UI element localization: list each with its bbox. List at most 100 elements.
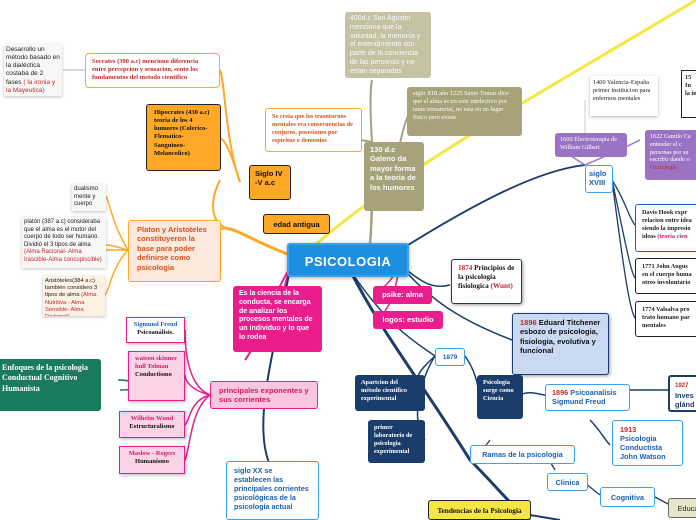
titchener-year: 1896 bbox=[520, 318, 537, 327]
glandulas-year: 1927 bbox=[675, 383, 689, 389]
cognitiva-topic[interactable]: Cognitiva bbox=[600, 487, 655, 507]
conductista-text: Psicologia Conductista John Watson bbox=[620, 434, 666, 462]
enfoques-text: Enfoques de la psicologia Conductual Cog… bbox=[2, 363, 89, 393]
conductista-topic[interactable]: 1913 Psicologia Conductista John Watson bbox=[612, 420, 683, 466]
clinica-label: Clinica bbox=[555, 478, 580, 487]
hipocrates-topic[interactable]: Hipocrates (430 a.c) teoria de los 4 hum… bbox=[146, 104, 221, 171]
estructuralismo-label: Estructuralismo bbox=[129, 423, 175, 431]
titchener-text: Eduard Titchener esbozo de psicologia, f… bbox=[520, 318, 601, 356]
siglo-xx-text: siglo XX se establecen las principales c… bbox=[234, 466, 309, 511]
san-agustin-text: 400d.c San Agustin menciona que la volun… bbox=[350, 15, 421, 75]
augusta-topic[interactable]: 1771 John Augus en el cuerpo huma otros … bbox=[635, 258, 696, 294]
logos-label: logos: estudio bbox=[382, 315, 434, 324]
conductista-year: 1913 bbox=[620, 425, 637, 434]
valsalva-topic[interactable]: 1774 Valsalva pro trato humano par menta… bbox=[635, 301, 696, 337]
clinica-topic[interactable]: Clinica bbox=[547, 473, 588, 491]
hipocrates-text: Hipocrates (430 a.c) teoria de los 4 hum… bbox=[154, 109, 210, 157]
carrillo-topic[interactable]: 1622 Camilo Ca entender el c personas po… bbox=[645, 130, 696, 180]
valencia-text: 1400 Valencia-España primer institucion … bbox=[593, 79, 651, 102]
laboratorio-topic[interactable]: primer laboratorio de psicologia experim… bbox=[368, 420, 425, 463]
fisio-text: Principios de la psicologia fisiologica bbox=[458, 264, 515, 290]
principales-text: principales exponentes y sus corrientes bbox=[219, 386, 309, 405]
central-topic-label: PSICOLOGIA bbox=[304, 254, 392, 269]
psike-label: psike: alma bbox=[382, 290, 423, 299]
humanismo-box[interactable]: Maslow - Rogers Humanismo bbox=[119, 446, 185, 474]
edad-antigua-topic[interactable]: edad antigua bbox=[263, 214, 330, 234]
hook-red: (teoria cien bbox=[657, 232, 688, 240]
platon-note-text: platón (387 a.c) consideraba que el alma… bbox=[24, 219, 101, 248]
edad-antigua-label: edad antigua bbox=[273, 220, 320, 229]
tendencias-label: Tendencias de la Psicologia bbox=[437, 506, 522, 515]
psicoanalisis-text: Psicoanalisis Sigmund Freud bbox=[552, 388, 617, 407]
freud-psicoanalisis-box[interactable]: Sigmund Freud Psicoanálisis. bbox=[126, 317, 185, 343]
fisio-year: 1874 bbox=[458, 264, 473, 272]
cut-right-note[interactable]: 15 In la in bbox=[681, 70, 696, 118]
glandulas-text: Inves glánd bbox=[675, 390, 695, 409]
trastornos-topic[interactable]: Se creia que los trasntornos mentales er… bbox=[265, 108, 362, 152]
educativa-label: Educa bbox=[677, 504, 696, 513]
socrates-topic[interactable]: Socrates (390 a.c) menciono diferencia e… bbox=[85, 53, 220, 88]
enfoques-topic[interactable]: Enfoques de la psicologia Conductual Cog… bbox=[0, 359, 101, 411]
apartcion-topic[interactable]: Apartcion del método científico experime… bbox=[355, 375, 425, 411]
valencia-note[interactable]: 1400 Valencia-España primer institucion … bbox=[590, 76, 658, 116]
carrillo-text: 1622 Camilo Ca entender el c personas po… bbox=[650, 133, 691, 164]
platon-note[interactable]: platón (387 a.c) consideraba que el alma… bbox=[22, 217, 106, 268]
cognitiva-label: Cognitiva bbox=[610, 493, 645, 502]
maslow-name: Maslow - Rogers bbox=[128, 450, 176, 457]
freud-name: Sigmund Freud bbox=[133, 321, 178, 328]
conductismo-box[interactable]: watson skinner hull Tolman Conductismo bbox=[128, 351, 185, 401]
apartcion-text: Apartcion del método científico experime… bbox=[361, 379, 407, 402]
siglo-xx-topic[interactable]: siglo XX se establecen las principales c… bbox=[226, 461, 319, 520]
gilbert-topic[interactable]: 1600 Electroterapia de William Gilbert bbox=[555, 133, 627, 157]
tendencias-topic[interactable]: Tendencias de la Psicologia bbox=[428, 500, 531, 520]
year-1879-topic[interactable]: 1879 bbox=[435, 348, 465, 366]
logos-topic[interactable]: logos: estudio bbox=[373, 311, 443, 329]
trastornos-text: Se creia que los trasntornos mentales er… bbox=[272, 113, 353, 144]
galeno-text: 130 d.c Galeno da mayor forma a la teori… bbox=[370, 145, 416, 192]
siglo-xviii-label: siglo XVIII bbox=[589, 169, 607, 188]
augusta-text: 1771 John Augus en el cuerpo huma otros … bbox=[642, 263, 692, 286]
fisio-red: (Wunt) bbox=[490, 282, 513, 290]
dialectic-note-text: Desarrollo un método basado en la dialéc… bbox=[6, 46, 60, 86]
principales-exponentes-topic[interactable]: principales exponentes y sus corrientes bbox=[210, 381, 318, 409]
ciencia-topic[interactable]: Psicologia surge como Ciencia bbox=[477, 375, 523, 419]
santo-tomas-topic[interactable]: siglo XIII año 1225 Santo Tomas dice que… bbox=[407, 87, 522, 136]
santo-tomas-text: siglo XIII año 1225 Santo Tomas dice que… bbox=[413, 90, 509, 121]
ramas-topic[interactable]: Ramas de la psicologia bbox=[470, 445, 575, 464]
galeno-topic[interactable]: 130 d.c Galeno da mayor forma a la teori… bbox=[364, 142, 424, 211]
san-agustin-topic[interactable]: 400d.c San Agustin menciona que la volun… bbox=[345, 12, 431, 78]
siglo-iv-v-label: Siglo IV -V a.c bbox=[255, 169, 283, 188]
psicoanalisis-topic[interactable]: 1896 Psicoanalisis Sigmund Freud bbox=[545, 384, 630, 411]
socrates-dialectic-note[interactable]: Desarrollo un método basado en la dialéc… bbox=[4, 44, 62, 96]
definicion-topic[interactable]: Es la ciencia de la conducta, se encarga… bbox=[233, 286, 322, 352]
socrates-text: Socrates (390 a.c) menciono diferencia e… bbox=[92, 58, 199, 82]
dualismo-text: dualismo mente y cuerpo bbox=[74, 186, 99, 207]
platon-aristoteles-text: Platon y Aristoteles constituyeron la ba… bbox=[137, 225, 207, 272]
dualismo-note[interactable]: dualismo mente y cuerpo bbox=[72, 184, 106, 211]
platon-note-red: (Alma Racional- Alma Irascible-Alma conc… bbox=[24, 249, 102, 263]
hook-text: Davis Hook expr relacion entre idea sien… bbox=[642, 209, 692, 240]
conductismo-names: watson skinner hull Tolman bbox=[135, 355, 177, 371]
aristoteles-note[interactable]: Aristóteles(384 a.c) también considero 3… bbox=[43, 276, 105, 316]
year-1879-label: 1879 bbox=[442, 354, 458, 361]
siglo-xviii-topic[interactable]: siglo XVIII bbox=[585, 165, 613, 193]
conductismo-school: Conductismo bbox=[135, 371, 172, 379]
dialectic-note-red: ( la ironia y la Mayeutica) bbox=[6, 78, 56, 94]
ciencia-text: Psicologia surge como Ciencia bbox=[483, 379, 514, 402]
laboratorio-text: primer laboratorio de psicologia experim… bbox=[374, 424, 413, 455]
freud-school: Psicoanálisis. bbox=[137, 329, 174, 337]
hook-topic[interactable]: Davis Hook expr relacion entre idea sien… bbox=[635, 204, 696, 252]
valsalva-text: 1774 Valsalva pro trato humano par menta… bbox=[642, 306, 690, 329]
central-topic[interactable]: PSICOLOGIA bbox=[287, 243, 409, 277]
siglo-iv-v-topic[interactable]: Siglo IV -V a.c bbox=[249, 165, 291, 200]
estructuralismo-box[interactable]: Wilhelm Wund Estructuralismo bbox=[119, 411, 185, 438]
educativa-topic[interactable]: Educa bbox=[668, 498, 696, 518]
wundt-name: Wilhelm Wund bbox=[130, 415, 174, 422]
aristoteles-note-red: (Alma Nutritiva - Alma Sensible- Alma Ra… bbox=[45, 292, 97, 316]
wundt-fisiologia-topic[interactable]: 1874 Principios de la psicologia fisiolo… bbox=[451, 259, 522, 304]
psicoanalisis-year: 1896 bbox=[552, 388, 569, 397]
psike-topic[interactable]: psike: alma bbox=[373, 286, 432, 304]
platon-aristoteles-topic[interactable]: Platon y Aristoteles constituyeron la ba… bbox=[128, 220, 221, 282]
titchener-topic[interactable]: 1896 Eduard Titchener esbozo de psicolog… bbox=[512, 313, 609, 375]
glandulas-topic[interactable]: 1927 Inves glánd bbox=[668, 375, 696, 412]
